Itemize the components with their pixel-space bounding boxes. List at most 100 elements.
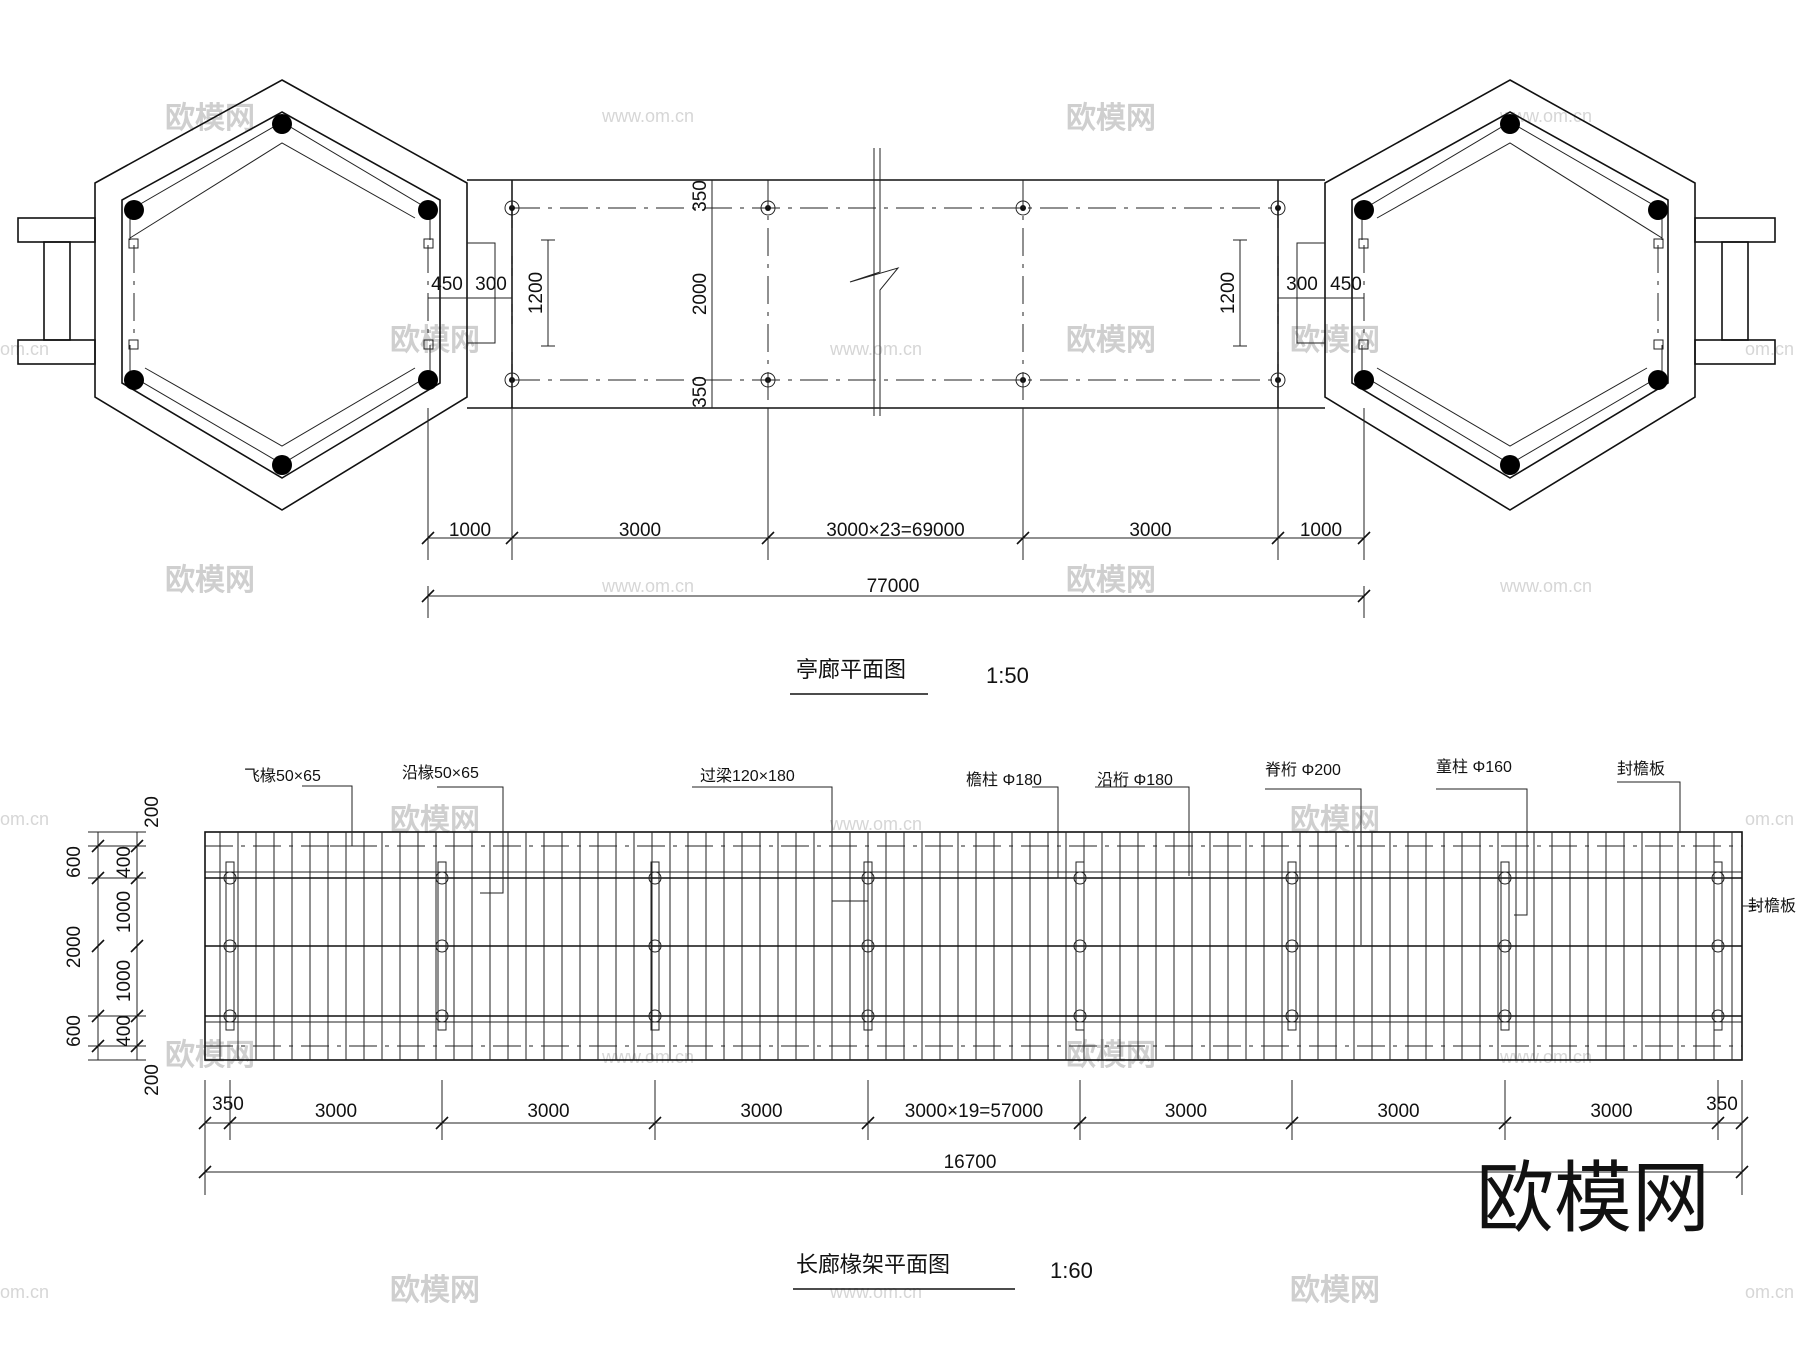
column bbox=[124, 200, 144, 220]
watermark-brand: 欧模网 bbox=[165, 102, 255, 135]
dim-bottom-segment: 3000 bbox=[1377, 1101, 1419, 1122]
pavilion-plan: 350 2000 350 1200 1200 450 300 300 450 1… bbox=[17, 79, 1776, 695]
rafter-plan-title: 长廊椽架平面图 bbox=[796, 1252, 950, 1277]
label-flying-rafter: 飞椽50×65 bbox=[244, 767, 321, 785]
watermark-brand: 欧模网 bbox=[1290, 1274, 1380, 1307]
rafter-column bbox=[1073, 1009, 1087, 1023]
watermark-brand: 欧模网 bbox=[1066, 564, 1156, 597]
dim-v-center-3: 350 bbox=[690, 376, 711, 408]
rafter-plan-scale: 1:60 bbox=[1050, 1258, 1093, 1283]
dim-h-right-2: 450 bbox=[1330, 274, 1362, 295]
rafter-column bbox=[861, 1009, 875, 1023]
column bbox=[1500, 455, 1520, 475]
rafter-column bbox=[1711, 939, 1725, 953]
cross-beam bbox=[650, 861, 660, 1031]
watermark-site-short: om.cn bbox=[1745, 339, 1794, 359]
purlin-lines bbox=[205, 845, 1742, 1047]
dim-left-inner: 400 bbox=[114, 1015, 135, 1047]
column bbox=[1354, 200, 1374, 220]
watermark-site: www.om.cn bbox=[601, 1047, 694, 1067]
rafter-column bbox=[1498, 1009, 1512, 1023]
dim-bottom-segment: 3000 bbox=[315, 1101, 357, 1122]
cross-beam bbox=[225, 861, 235, 1031]
dim-left-outer: 200 bbox=[142, 796, 163, 828]
dim-top-segment: 3000 bbox=[619, 520, 661, 541]
rafter-column bbox=[1285, 939, 1299, 953]
plan-scale: 1:50 bbox=[986, 663, 1029, 688]
watermark-brand: 欧模网 bbox=[390, 1274, 480, 1307]
column bbox=[1648, 200, 1668, 220]
column bbox=[1648, 370, 1668, 390]
cross-beam bbox=[1713, 861, 1723, 1031]
dim-left-inner: 400 bbox=[114, 846, 135, 878]
dim-v-center-2: 2000 bbox=[690, 273, 711, 315]
label-eave-purlin: 沿桁 Φ180 bbox=[1097, 771, 1173, 789]
cross-beam bbox=[1500, 861, 1510, 1031]
rafter-column bbox=[223, 1009, 237, 1023]
left-pavilion-outer bbox=[94, 79, 468, 511]
right-steps bbox=[1694, 217, 1776, 243]
dim-bottom-segment: 350 bbox=[1706, 1094, 1738, 1115]
rafter-column bbox=[1498, 939, 1512, 953]
dim-top-segment: 1000 bbox=[1300, 520, 1342, 541]
watermark-site: www.om.cn bbox=[601, 576, 694, 596]
dim-total-top: 77000 bbox=[867, 576, 920, 597]
dim-left-inner: 1000 bbox=[114, 891, 135, 933]
dim-v-center-1: 350 bbox=[690, 180, 711, 212]
cross-beam bbox=[1075, 861, 1085, 1031]
column bbox=[272, 455, 292, 475]
rafter-columns bbox=[223, 861, 1725, 1031]
dim-bottom-segment: 3000 bbox=[740, 1101, 782, 1122]
rafter-column bbox=[435, 1009, 449, 1023]
rafter-column bbox=[1711, 871, 1725, 885]
label-fascia-top: 封檐板 bbox=[1617, 760, 1665, 778]
dim-bottom-segment: 3000×19=57000 bbox=[905, 1101, 1043, 1122]
dim-h-right-1: 300 bbox=[1286, 274, 1318, 295]
watermark-brand: 欧模网 bbox=[1066, 102, 1156, 135]
right-pavilion-inner bbox=[1351, 111, 1669, 479]
rafter-column bbox=[435, 939, 449, 953]
watermark-site: www.om.cn bbox=[601, 106, 694, 126]
rafter-column bbox=[861, 871, 875, 885]
dim-top-segment: 1000 bbox=[449, 520, 491, 541]
rafter-column bbox=[648, 871, 662, 885]
watermark-site-short: om.cn bbox=[1745, 1282, 1794, 1302]
cross-beam bbox=[1287, 861, 1297, 1031]
watermark-layer: 欧模网欧模网欧模网欧模网欧模网欧模网欧模网欧模网欧模网欧模网欧模网欧模网欧模网w… bbox=[0, 102, 1794, 1307]
column bbox=[124, 370, 144, 390]
watermark-brand: 欧模网 bbox=[1066, 1039, 1156, 1072]
rafter-column bbox=[223, 939, 237, 953]
rafter-column bbox=[223, 871, 237, 885]
dim-left-outer: 2000 bbox=[64, 926, 85, 968]
dim-bottom-segment: 3000 bbox=[1590, 1101, 1632, 1122]
dim-bottom-segment: 350 bbox=[212, 1094, 244, 1115]
label-eave-rafter: 沿椽50×65 bbox=[402, 764, 479, 782]
watermark-site: www.om.cn bbox=[1499, 1047, 1592, 1067]
rafter-column bbox=[1285, 871, 1299, 885]
rafter-column bbox=[861, 939, 875, 953]
watermark-site: www.om.cn bbox=[829, 814, 922, 834]
watermark-brand: 欧模网 bbox=[1066, 324, 1156, 357]
label-ridge-purlin: 脊桁 Φ200 bbox=[1265, 761, 1341, 779]
dim-left-outer: 600 bbox=[64, 846, 85, 878]
cross-beam bbox=[437, 861, 447, 1031]
rafter-column bbox=[648, 939, 662, 953]
dim-top-segment: 3000 bbox=[1129, 520, 1171, 541]
rafter-column bbox=[1711, 1009, 1725, 1023]
column bbox=[418, 200, 438, 220]
dim-left-outer: 600 bbox=[64, 1015, 85, 1047]
dim-h-left-1: 450 bbox=[431, 274, 463, 295]
label-fascia-side: 封檐板 bbox=[1748, 897, 1796, 915]
dim-v-left: 1200 bbox=[526, 272, 547, 314]
rafter-plan: 飞椽50×65 沿椽50×65 过梁120×180 檐柱 Φ180 沿桁 Φ18… bbox=[64, 757, 1796, 1290]
watermark-site: www.om.cn bbox=[829, 1282, 922, 1302]
rafter-column bbox=[1285, 1009, 1299, 1023]
cross-beam bbox=[863, 861, 873, 1031]
dim-bottom-segment: 3000 bbox=[527, 1101, 569, 1122]
column bbox=[272, 114, 292, 134]
watermark-brand: 欧模网 bbox=[165, 1039, 255, 1072]
rafter-column bbox=[435, 871, 449, 885]
label-short-column: 童柱 Φ160 bbox=[1436, 757, 1512, 776]
